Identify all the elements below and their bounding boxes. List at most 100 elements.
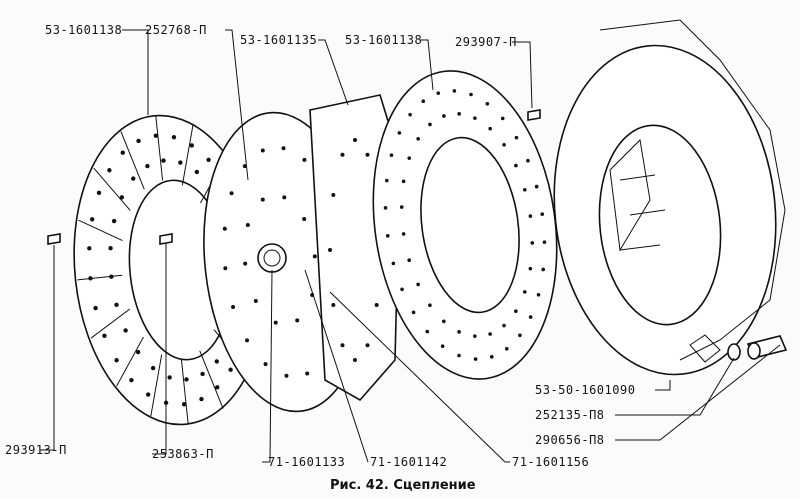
rivet <box>401 232 406 236</box>
rivet <box>87 246 92 251</box>
rivet <box>514 309 518 314</box>
rivet <box>305 371 310 376</box>
rivet <box>136 138 141 144</box>
lining-segment-line <box>199 350 224 409</box>
rivet <box>200 371 205 377</box>
rivet <box>245 338 250 343</box>
rivet <box>391 261 396 266</box>
lining-segment-line <box>180 359 189 425</box>
rivet <box>400 287 404 292</box>
rivet <box>263 362 268 367</box>
rivet <box>353 358 357 362</box>
screw-293913 <box>47 233 61 245</box>
rivet <box>502 323 506 328</box>
rivet <box>229 191 234 196</box>
rivet <box>452 89 457 93</box>
rivet <box>530 241 535 245</box>
rivet <box>401 179 406 184</box>
rivet <box>416 136 420 141</box>
label-53-1601138-left: 53-1601138 <box>45 23 122 37</box>
rivet <box>442 114 446 118</box>
rivet <box>500 116 505 121</box>
rivet <box>416 282 420 287</box>
label-290656-p8: 290656-П8 <box>535 433 605 447</box>
rivet <box>540 212 545 216</box>
rivet <box>89 217 95 222</box>
rivet <box>260 197 265 202</box>
rivet <box>340 152 345 157</box>
rivet <box>541 267 546 272</box>
rivet <box>181 402 187 407</box>
rivet <box>171 135 177 140</box>
rivet <box>260 148 265 153</box>
rivet <box>145 392 151 397</box>
rivet <box>542 240 547 244</box>
rivet <box>523 188 527 192</box>
rivet <box>440 344 445 349</box>
rivet <box>111 218 117 224</box>
rivet <box>222 226 227 231</box>
rivet <box>214 359 219 364</box>
rivet <box>108 245 113 251</box>
rivet <box>331 193 336 197</box>
screw-253863 <box>159 233 173 245</box>
rivet <box>528 266 533 271</box>
rivet <box>189 143 195 148</box>
rivet <box>399 205 404 209</box>
label-252135-p8: 252135-П8 <box>535 408 605 422</box>
lining-segment-line <box>78 219 123 242</box>
rivet <box>328 248 332 252</box>
rivet <box>245 222 250 227</box>
rivet <box>457 112 461 116</box>
rivet <box>353 138 357 142</box>
rivet <box>442 319 446 324</box>
rivet <box>96 190 102 196</box>
rivet <box>206 157 211 163</box>
label-53-1601138-right: 53-1601138 <box>345 33 422 47</box>
lining-segment-line <box>181 123 194 186</box>
rivet <box>295 318 300 323</box>
rivet <box>504 346 509 351</box>
rivet <box>150 365 156 371</box>
rivet <box>223 266 228 271</box>
rivet <box>389 153 394 158</box>
rivet <box>273 320 278 325</box>
rivet <box>488 332 492 336</box>
rivet <box>284 373 289 378</box>
rivet <box>129 377 134 383</box>
figure-caption: Рис. 42. Сцепление <box>330 478 476 493</box>
lining-segment-line <box>116 336 144 387</box>
rivet <box>302 217 307 222</box>
rivet <box>485 101 490 106</box>
rivet <box>194 169 200 175</box>
rivet <box>215 385 220 390</box>
rivet <box>302 157 307 162</box>
rivet <box>282 195 287 200</box>
lining-segment-line <box>77 274 123 281</box>
label-53-1601135: 53-1601135 <box>240 33 317 47</box>
rivet <box>411 310 416 315</box>
rivet <box>489 355 494 359</box>
rivet <box>383 206 388 210</box>
label-71-1601156: 71-1601156 <box>512 455 589 469</box>
rivet <box>312 254 317 259</box>
screw-293907 <box>527 109 541 121</box>
rivet <box>199 396 204 402</box>
label-71-1601142: 71-1601142 <box>370 455 447 469</box>
rivet <box>365 152 370 157</box>
rivet <box>407 156 412 160</box>
rivet <box>407 258 411 262</box>
lining-segment-line <box>93 167 131 211</box>
rivet <box>340 343 345 348</box>
rivet <box>242 164 247 169</box>
rivet <box>365 343 370 348</box>
rivet <box>253 298 258 303</box>
rivet <box>408 112 412 117</box>
rivet <box>131 176 136 181</box>
rivet <box>385 234 390 238</box>
rivet <box>178 160 183 165</box>
rivet <box>107 168 112 173</box>
rivet <box>457 330 461 334</box>
